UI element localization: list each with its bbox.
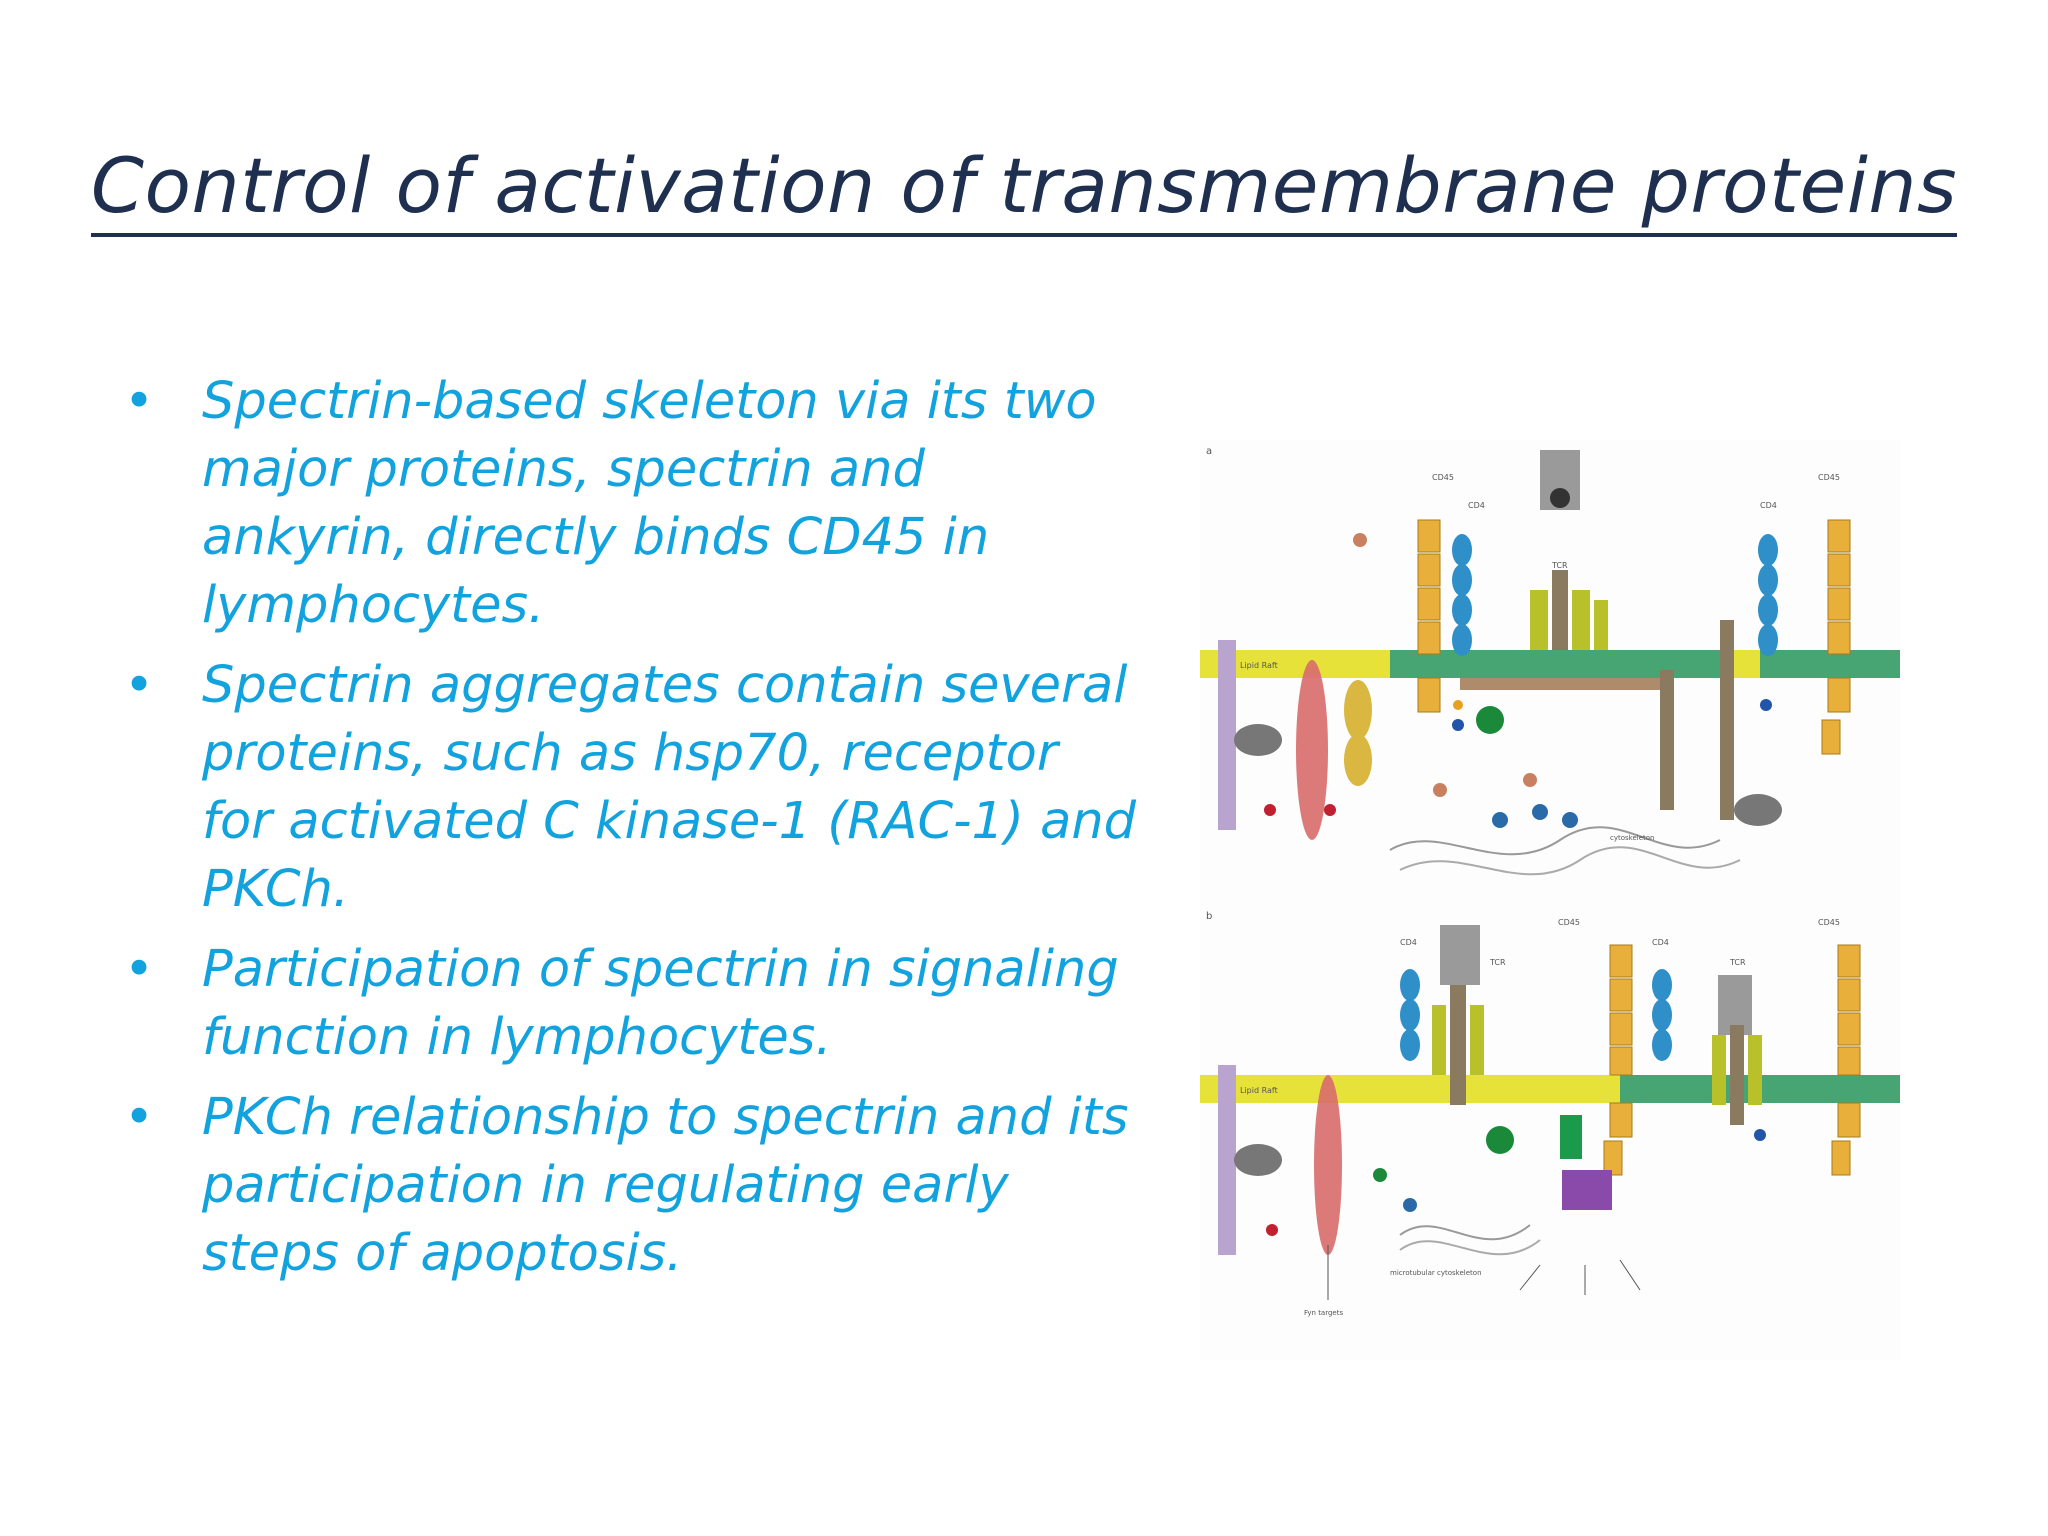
cd4-label-b1: CD4: [1400, 938, 1417, 947]
tcr-b2: [1712, 975, 1762, 1125]
panel-a: a Lipid Raft: [1200, 446, 1900, 876]
blue-dot-b1: [1403, 1198, 1417, 1212]
purple-bar-a: [1218, 640, 1236, 830]
membrane-signaling-figure: a Lipid Raft: [1200, 440, 1900, 1360]
cd45-label-a1: CD45: [1432, 473, 1454, 482]
fyn-targets-label-b: Fyn targets: [1304, 1309, 1343, 1317]
bullet-text: Spectrin-based skeleton via its two majo…: [202, 372, 1097, 635]
bullet-dot: •: [124, 656, 155, 715]
yellow-protein-a2: [1344, 734, 1372, 786]
red-dot-a1: [1264, 804, 1276, 816]
microtubular-label-b: microtubular cytoskeleton: [1390, 1269, 1482, 1277]
bullet-item: • Spectrin-based skeleton via its two maj…: [112, 368, 1142, 640]
purple-block-b: [1562, 1170, 1612, 1210]
lipid-raft-label-a: Lipid Raft: [1240, 661, 1278, 670]
dot-a4: [1433, 783, 1447, 797]
dot-a3: [1452, 719, 1464, 731]
green-block-b: [1560, 1115, 1582, 1159]
cytoskeleton-b1: [1399, 1224, 1531, 1241]
red-dot-b1: [1266, 1224, 1278, 1236]
tcr-label-b1: TCR: [1489, 958, 1506, 967]
green-dot-a: [1476, 706, 1504, 734]
cd4-right-a: [1758, 534, 1778, 656]
tcr-label-b2: TCR: [1729, 958, 1746, 967]
red-protein-a: [1296, 660, 1328, 840]
bullet-text: PKCh relationship to spectrin and its pa…: [202, 1088, 1129, 1283]
cd45-right-b: [1831, 944, 1861, 1176]
tcr-a: [1530, 450, 1608, 650]
cd45-right-a: [1821, 519, 1851, 755]
cd4-right-b: [1652, 969, 1672, 1061]
cd4-label-a1: CD4: [1468, 501, 1485, 510]
cytoskeleton-b2: [1399, 1239, 1541, 1256]
red-dot-a2: [1324, 804, 1336, 816]
grey-disc-b: [1234, 1144, 1282, 1176]
blue-dot-a1: [1492, 812, 1508, 828]
bullet-item: • PKCh relationship to spectrin and its p…: [112, 1084, 1142, 1288]
cd45-label-b2: CD45: [1818, 918, 1840, 927]
bullet-item: • Spectrin aggregates contain several pro…: [112, 652, 1142, 924]
green-small-b: [1373, 1168, 1387, 1182]
arrow-b2: [1519, 1264, 1541, 1291]
yellow-protein-a: [1344, 680, 1372, 740]
tcr-b1: [1432, 925, 1484, 1105]
cd4-label-a2: CD4: [1760, 501, 1777, 510]
cd45-label-a2: CD45: [1818, 473, 1840, 482]
bullet-text: Spectrin aggregates contain several prot…: [202, 656, 1137, 919]
brown-column-a: [1660, 670, 1674, 810]
panel-a-label: a: [1206, 446, 1212, 457]
bullet-item: • Participation of spectrin in signaling …: [112, 936, 1142, 1072]
green-dot-b: [1486, 1126, 1514, 1154]
panel-b-label: b: [1206, 911, 1212, 922]
cd45-label-b1: CD45: [1558, 918, 1580, 927]
blue-dot-a3: [1562, 812, 1578, 828]
membrane-a-teal-2: [1760, 650, 1900, 678]
grey-disc-a2: [1734, 794, 1782, 826]
grey-disc-a: [1234, 724, 1282, 756]
panel-b: b Lipid Raft CD4 T: [1200, 911, 1900, 1317]
cd45-left-b: [1603, 944, 1633, 1176]
bullet-text: Participation of spectrin in signaling f…: [202, 940, 1119, 1067]
bullet-dot: •: [124, 940, 155, 999]
lipid-raft-label-b: Lipid Raft: [1240, 1086, 1278, 1095]
bullet-list: • Spectrin-based skeleton via its two maj…: [112, 368, 1142, 1300]
red-protein-b: [1314, 1075, 1342, 1255]
bullet-dot: •: [124, 372, 155, 431]
cytoskeleton-a2: [1399, 846, 1741, 876]
slide-title: Control of activation of transmembrane p…: [90, 138, 1958, 237]
tcr-label-a: TCR: [1551, 561, 1568, 570]
cd4-label-b2: CD4: [1652, 938, 1669, 947]
cd45-left-a: [1417, 519, 1441, 713]
arrow-b4: [1619, 1259, 1641, 1291]
blue-dot-a2: [1532, 804, 1548, 820]
slide-title-container: Control of activation of transmembrane p…: [0, 138, 2048, 237]
dot-a1: [1353, 533, 1367, 547]
dot-a6: [1760, 699, 1772, 711]
figure-background: [1200, 440, 1900, 1360]
cd4-left-b: [1400, 969, 1420, 1061]
purple-bar-b: [1218, 1065, 1236, 1255]
cytoskeleton-label-a: cytoskeleton: [1610, 834, 1655, 842]
dot-b2: [1754, 1129, 1766, 1141]
cytoskeleton-a1: [1389, 826, 1721, 856]
figure-svg: a Lipid Raft: [1200, 440, 1900, 1360]
spectrin-band-a: [1460, 678, 1660, 690]
brown-column-a2: [1720, 620, 1734, 820]
dot-a2: [1453, 700, 1463, 710]
dot-a5: [1523, 773, 1537, 787]
cd4-left-a: [1452, 534, 1472, 656]
bullet-dot: •: [124, 1088, 155, 1147]
